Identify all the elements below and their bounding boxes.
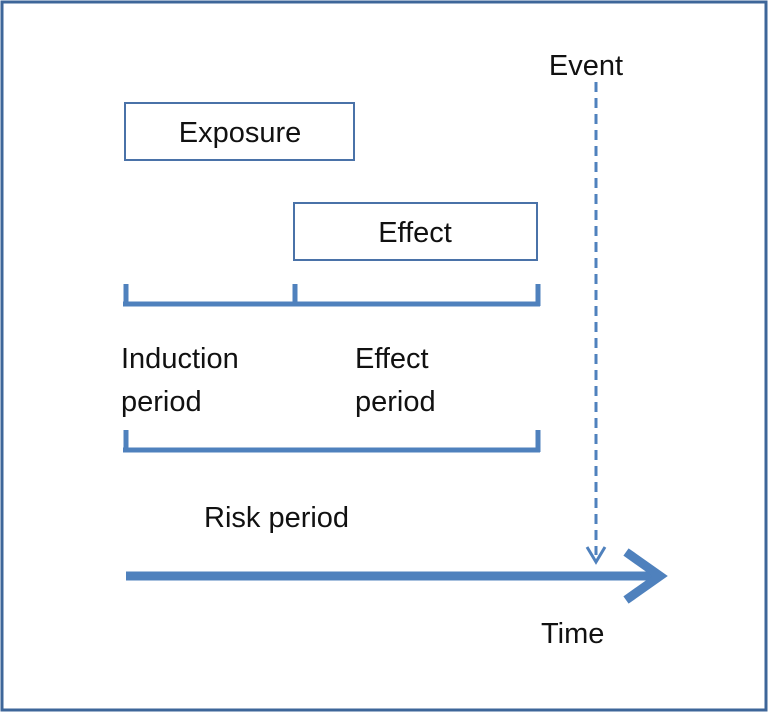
time-axis-arrow [126,548,668,604]
event-dashed-arrow [585,82,607,565]
effect-box: Effect [293,202,538,261]
exposure-box-outline [124,102,355,161]
induction-period-label-line2: period [121,386,202,418]
effect-box-outline [293,202,538,261]
induction-period-label-line1: Induction [121,343,239,375]
time-arrowhead-icon [623,548,668,604]
effect-period-label-line2: period [355,386,436,418]
effect-period-label-line1: Effect [355,343,429,375]
event-arrowhead-icon [585,546,607,565]
exposure-box: Exposure [124,102,355,161]
risk-period-label: Risk period [204,502,349,534]
effect-label: Effect [378,217,452,249]
event-label: Event [549,50,623,82]
induction-effect-bracket [123,284,541,307]
time-label: Time [541,618,604,650]
risk-period-bracket [123,430,541,453]
exposure-label: Exposure [179,117,302,149]
